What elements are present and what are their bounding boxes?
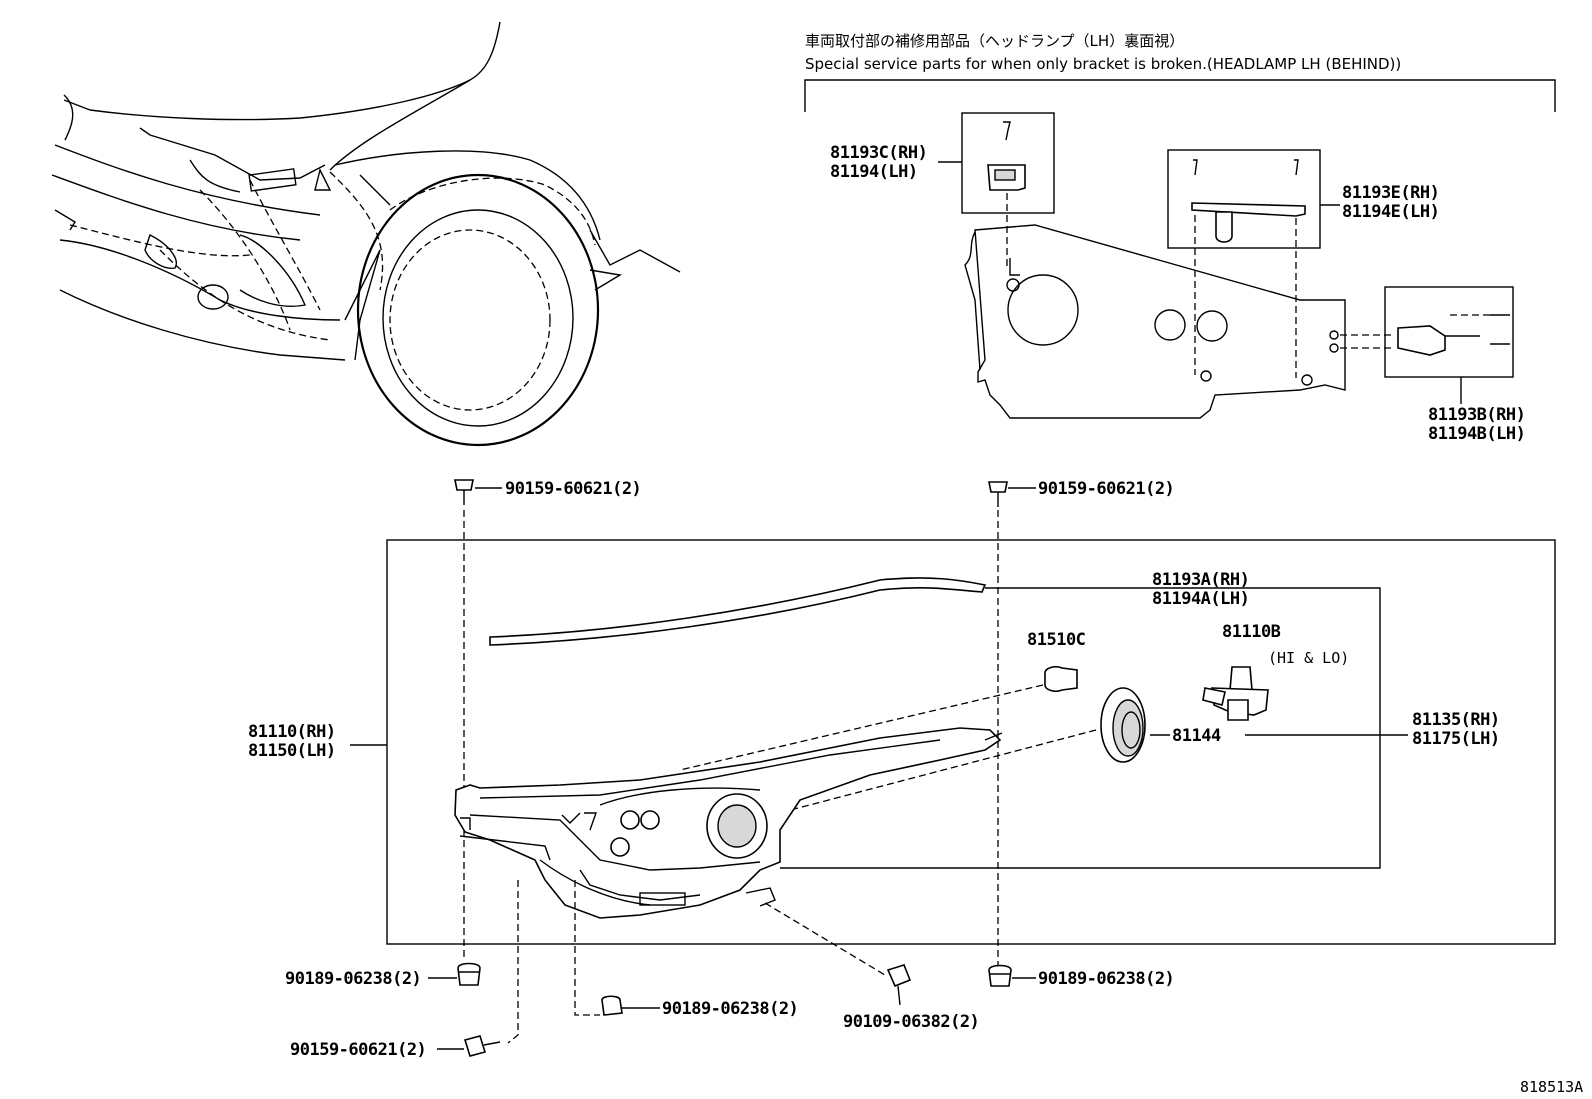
headlamp-unit <box>454 727 1003 919</box>
nut-bottom-mid <box>601 995 623 1016</box>
label-81135: 81135(RH) <box>1412 710 1500 730</box>
label-screw-top-right: 90159-60621(2) <box>1038 479 1174 499</box>
label-bolt-bottom: 90109-06382(2) <box>843 1012 979 1032</box>
nut-bottom-right <box>988 964 1012 987</box>
label-81150: 81150(LH) <box>248 741 336 761</box>
label-81110: 81110(RH) <box>248 722 336 742</box>
screw-top-left <box>454 479 474 505</box>
label-81194b: 81194B(LH) <box>1428 424 1525 444</box>
trim-strip <box>489 577 987 646</box>
bracket-e-box <box>1167 149 1321 249</box>
label-81193e: 81193E(RH) <box>1342 183 1439 203</box>
label-81510c: 81510C <box>1027 630 1085 650</box>
japanese-section-title: 車両取付部の補修用部品（ヘッドランプ（LH）裏面視） <box>805 32 1184 50</box>
label-81175: 81175(LH) <box>1412 729 1500 749</box>
headlamp-assembly-section: 90159-60621(2) 90159-60621(2) 81193A(RH)… <box>248 479 1556 1060</box>
label-81193a: 81193A(RH) <box>1152 570 1249 590</box>
label-81144: 81144 <box>1172 726 1221 746</box>
label-nut-bottom-right: 90189-06238(2) <box>1038 969 1174 989</box>
bolt-bottom <box>886 964 912 1006</box>
label-nut-bottom-mid: 90189-06238(2) <box>662 999 798 1019</box>
seal-81144 <box>1100 687 1146 763</box>
label-81194e: 81194E(LH) <box>1342 202 1439 222</box>
figure-id: 818513A <box>1520 1078 1583 1096</box>
label-nut-bottom-left: 90189-06238(2) <box>285 969 421 989</box>
vehicle-front-illustration <box>51 21 681 447</box>
bracket-b-box <box>1384 286 1514 378</box>
bulb-81510c <box>1044 666 1078 692</box>
label-81194: 81194(LH) <box>830 162 918 182</box>
label-81194a: 81194A(LH) <box>1152 589 1249 609</box>
bulb-81110b <box>1202 666 1269 721</box>
bracket-c-box <box>961 112 1055 214</box>
service-parts-section: 車両取付部の補修用部品（ヘッドランプ（LH）裏面視） Special servi… <box>804 32 1556 444</box>
nut-bottom-left <box>457 962 481 986</box>
screw-top-right <box>988 481 1008 507</box>
label-81193c: 81193C(RH) <box>830 143 927 163</box>
screw-bottom-left <box>463 1035 501 1057</box>
english-section-title: Special service parts for when only brac… <box>805 55 1401 73</box>
label-81110b: 81110B <box>1222 622 1281 642</box>
assembly-frame <box>386 539 1556 945</box>
label-screw-top-left: 90159-60621(2) <box>505 479 641 499</box>
label-screw-bottom-left: 90159-60621(2) <box>290 1040 426 1060</box>
label-hi-lo: (HI & LO) <box>1268 649 1349 667</box>
label-81193b: 81193B(RH) <box>1428 405 1525 425</box>
